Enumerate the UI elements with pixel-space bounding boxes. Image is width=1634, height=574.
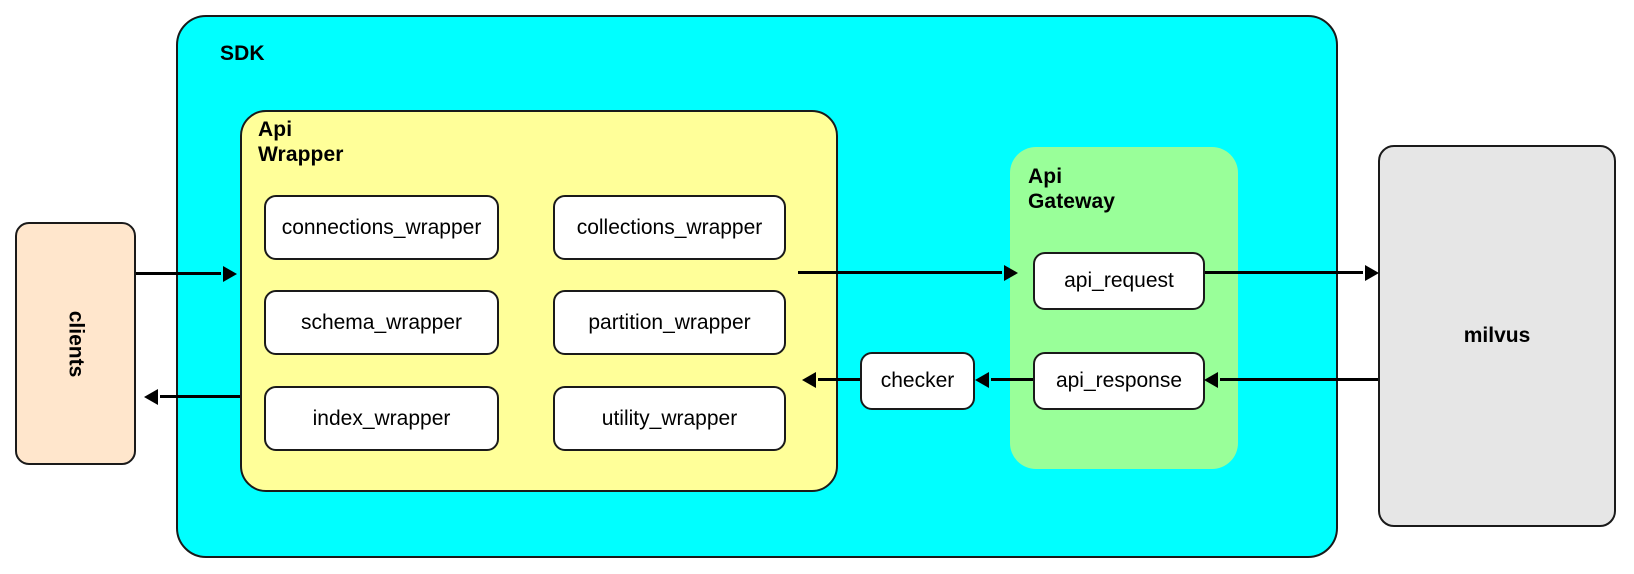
node-api-request-label: api_request (1064, 269, 1174, 292)
node-checker-label: checker (880, 369, 955, 392)
edge-milvus-to-api-response (1220, 378, 1378, 381)
node-collections-wrapper[interactable]: collections_wrapper (553, 195, 786, 260)
node-checker[interactable]: checker (860, 352, 975, 410)
node-schema-wrapper[interactable]: schema_wrapper (264, 290, 499, 355)
node-clients-label: clients (64, 310, 88, 377)
container-sdk-label: SDK (220, 42, 265, 65)
node-index-wrapper[interactable]: index_wrapper (264, 386, 499, 451)
edge-api-wrapper-to-clients (160, 395, 240, 398)
node-partition-wrapper[interactable]: partition_wrapper (553, 290, 786, 355)
node-index-wrapper-label: index_wrapper (312, 406, 451, 430)
node-utility-wrapper[interactable]: utility_wrapper (553, 386, 786, 451)
node-api-response[interactable]: api_response (1033, 352, 1205, 410)
node-milvus-label: milvus (1463, 324, 1531, 347)
node-schema-wrapper-label: schema_wrapper (300, 310, 463, 334)
edge-api-response-to-checker (991, 378, 1033, 381)
node-connections-wrapper[interactable]: connections_wrapper (264, 195, 499, 260)
edge-api-request-to-milvus (1205, 271, 1363, 274)
container-api-wrapper-label: Api Wrapper (258, 118, 344, 166)
node-utility-wrapper-label: utility_wrapper (601, 406, 738, 430)
edge-clients-to-api-wrapper (136, 272, 221, 275)
edge-checker-to-api-wrapper (818, 378, 860, 381)
node-milvus[interactable]: milvus (1378, 145, 1616, 527)
node-partition-wrapper-label: partition_wrapper (588, 310, 751, 334)
node-collections-wrapper-label: collections_wrapper (576, 215, 763, 239)
edge-api-wrapper-to-api-gateway (798, 271, 1002, 274)
node-connections-wrapper-label: connections_wrapper (281, 215, 482, 239)
node-api-request[interactable]: api_request (1033, 252, 1205, 310)
node-api-response-label: api_response (1055, 369, 1183, 392)
node-clients[interactable]: clients (15, 222, 136, 465)
container-api-gateway-label: Api Gateway (1028, 165, 1116, 213)
